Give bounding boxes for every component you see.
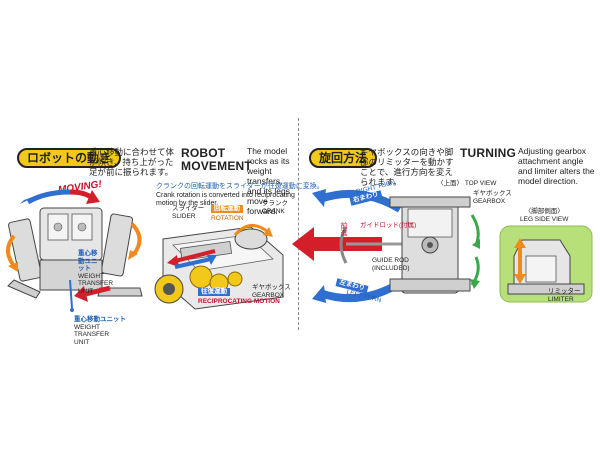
gear-3 — [227, 271, 243, 287]
heading-line-2: MOVEMENT — [181, 159, 252, 173]
reciprocating-arrow — [174, 249, 216, 263]
guide-rod-en-label: GUIDE ROD (INCLUDED) — [372, 257, 410, 272]
step-arrow-red — [85, 285, 111, 297]
guide-rod-label: ガイドロッド(付属) — [360, 222, 416, 230]
wtu-label-bottom: 重心移動ユニット WEIGHT TRANSFER UNIT — [74, 316, 126, 346]
turning-title-pill: 旋回方法 — [309, 148, 378, 168]
top-view-label: 〈上面〉 TOP VIEW — [437, 180, 496, 188]
guide-rod-jp: ガイドロッド(付属) — [360, 222, 417, 229]
rotation-arrow-left — [6, 234, 16, 268]
leg-side-jp: 〈脚部側面〉 — [524, 208, 564, 215]
crank-rotation-arrow — [233, 224, 270, 237]
guide-rod-en-2: (INCLUDED) — [372, 264, 410, 272]
rotation-arrow-right — [130, 222, 142, 256]
turning-en-desc: Adjusting gearbox attachment angle and l… — [518, 146, 595, 186]
top-view-jp: 〈上面〉 — [437, 180, 463, 187]
gearbox-en-right: GEARBOX — [473, 197, 506, 205]
slider-label: スライダー SLIDER — [172, 205, 204, 220]
gearbox-en-left: GEARBOX — [252, 291, 285, 299]
leg-side-view-illustration — [499, 225, 593, 303]
robot-movement-heading: ROBOT MOVEMENT — [181, 147, 252, 173]
limiter-jp: リミッター — [548, 288, 581, 295]
reciprocating-arrow-blue — [174, 257, 212, 269]
panel-divider — [298, 118, 299, 330]
gearbox-jp-left: ギヤボックス — [252, 284, 291, 291]
rotation-tag-jp: 回転運動 — [211, 205, 243, 213]
crank-en: CRANK — [262, 207, 285, 215]
limiter-en: LIMITER — [548, 295, 574, 303]
gearbox-jp-right: ギヤボックス — [473, 190, 512, 197]
crank-label: クランク CRANK — [262, 200, 288, 215]
gear-1 — [189, 265, 213, 289]
heading-line-1: ROBOT — [181, 146, 226, 160]
wtu-en-bottom: WEIGHT TRANSFER UNIT — [74, 323, 110, 346]
walking-robot-illustration — [6, 189, 143, 312]
robot-movement-title-pill: ロボットの動き — [17, 148, 122, 168]
turning-heading: TURNING — [460, 146, 517, 160]
leg-side-en: LEG SIDE VIEW — [520, 215, 569, 223]
turning-jp-desc: ギヤボックスの向きや脚部のリミッターを動かすことで、進行方向を変えられます。 — [360, 147, 454, 187]
crank-mechanism-illustration — [154, 224, 284, 310]
crank-jp: クランク — [262, 200, 288, 207]
top-view-en: TOP VIEW — [464, 180, 497, 187]
gearbox-label-right: ギヤボックス GEARBOX — [473, 190, 512, 205]
slider-jp: スライダー — [172, 205, 205, 212]
slider-en: SLIDER — [172, 212, 196, 220]
crank-jp-desc: クランクの回転運動をスライダーが往復運動に変換。 — [156, 183, 324, 190]
wtu-en: WEIGHT TRANSFER UNIT — [78, 272, 114, 295]
leg-side-view-label: 〈脚部側面〉 LEG SIDE VIEW — [520, 208, 568, 223]
turning-top-view-illustration — [292, 189, 480, 303]
turning-jp-title: 旋回方法 — [319, 151, 368, 165]
crank-en-desc: Crank rotation is converted into recipro… — [156, 192, 295, 207]
gearbox-label-left: ギヤボックス GEARBOX — [252, 284, 291, 299]
recip-tag-jp: 往復運動 — [198, 288, 230, 296]
wtu-jp: 重心移動ユニット — [78, 250, 98, 272]
wtu-jp-bottom: 重心移動ユニット — [74, 316, 126, 323]
crank-part — [234, 228, 268, 250]
recip-label-en: RECIPROCATING MOTION — [198, 298, 280, 305]
moving-arrow-red — [69, 189, 94, 200]
gearbox-angle-arrow-top — [470, 214, 480, 246]
guide-rod — [339, 226, 348, 264]
weight-transfer-unit-label: 重心移動ユニット WEIGHT TRANSFER UNIT — [78, 250, 118, 295]
robot-movement-en-desc: The model rocks as its weight transfers,… — [247, 146, 290, 216]
guide-rod-en-1: GUIDE ROD — [372, 257, 409, 264]
robot-movement-jp-desc: 重心移動に合わせて体が傾き、持ち上がった足が前に振られます。 — [89, 147, 175, 177]
forward-label: 前進 — [340, 222, 347, 236]
limiter-label: リミッター LIMITER — [548, 288, 581, 303]
robot-movement-jp-title: ロボットの動き — [27, 151, 112, 165]
rotation-label-en: ROTATION — [211, 215, 244, 222]
